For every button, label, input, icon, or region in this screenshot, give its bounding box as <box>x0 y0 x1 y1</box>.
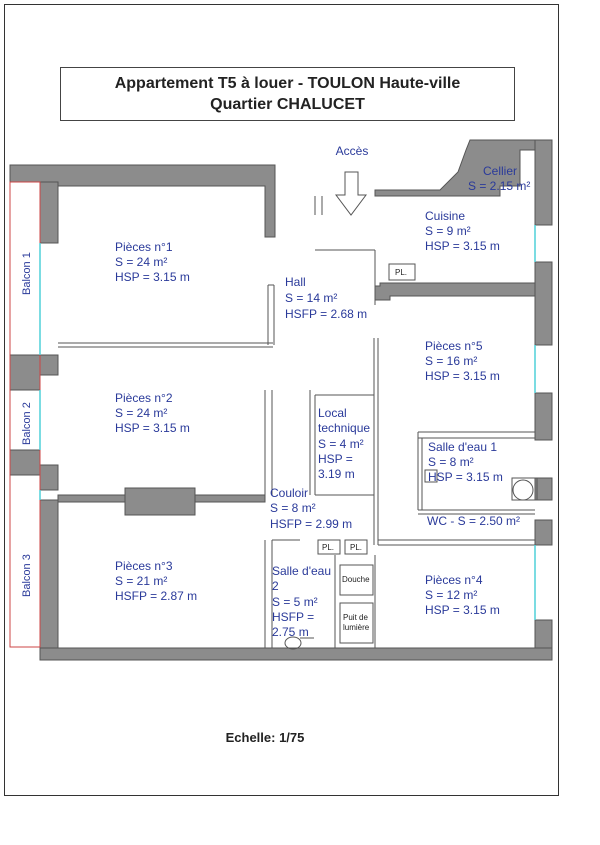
wall-right-upper <box>534 139 553 226</box>
room-piece3-name: Pièces n°3 <box>115 559 173 573</box>
wall-left-2 <box>9 354 59 391</box>
room-couloir-height: HSFP = 2.99 m <box>270 517 352 531</box>
room-piece2-height: HSP = 3.15 m <box>115 421 190 435</box>
room-local-line3: S = 4 m² <box>318 437 364 451</box>
access-arrow: Accès <box>335 144 369 216</box>
wall-left-1 <box>39 181 59 244</box>
title-line-1: Appartement T5 à louer - TOULON Haute-vi… <box>114 75 461 92</box>
room-sde2-line3: S = 5 m² <box>272 595 318 609</box>
room-sde2-line1: Salle d'eau <box>272 564 331 578</box>
room-cellier-name: Cellier <box>483 164 517 178</box>
wall-left-4 <box>39 499 59 649</box>
wall-left-3 <box>9 449 59 491</box>
room-piece5-height: HSP = 3.15 m <box>425 369 500 383</box>
balcony-2-label: Balcon 2 <box>21 402 33 445</box>
wall-right-4 <box>534 477 553 501</box>
scale-label: Echelle: 1/75 <box>225 730 305 745</box>
room-cellier-surface: S = 2.15 m² <box>468 179 530 193</box>
room-sde1-surface: S = 8 m² <box>428 455 474 469</box>
puit-label-2: lumière <box>343 623 370 632</box>
room-local-line1: Local <box>318 406 347 420</box>
wall-bottom <box>39 647 553 661</box>
pl-label-2: PL. <box>350 543 362 552</box>
room-piece3-surface: S = 21 m² <box>115 574 167 588</box>
room-cuisine-name: Cuisine <box>425 209 465 223</box>
fixture-labels: PL. PL. PL. Douche Puit de lumière <box>322 268 407 632</box>
interior-lines <box>58 196 538 650</box>
wall-right-5 <box>534 519 553 546</box>
room-couloir-name: Couloir <box>270 486 308 500</box>
room-cuisine-height: HSP = 3.15 m <box>425 239 500 253</box>
room-piece4-height: HSP = 3.15 m <box>425 603 500 617</box>
room-sde2-line2: 2 <box>272 579 279 593</box>
room-couloir-surface: S = 8 m² <box>270 501 316 515</box>
room-piece5-surface: S = 16 m² <box>425 354 477 368</box>
room-local-line2: technique <box>318 421 370 435</box>
room-labels: Pièces n°1 S = 24 m² HSP = 3.15 m Pièces… <box>115 164 530 639</box>
room-piece4-surface: S = 12 m² <box>425 588 477 602</box>
pl-label-cuisine: PL. <box>395 268 407 277</box>
room-piece4-name: Pièces n°4 <box>425 573 483 587</box>
room-hall-height: HSFP = 2.68 m <box>285 307 367 321</box>
wall-hall-right <box>374 282 536 301</box>
plan-sheet <box>4 4 559 796</box>
room-piece2-name: Pièces n°2 <box>115 391 173 405</box>
douche-label: Douche <box>342 575 370 584</box>
balconies: Balcon 1 Balcon 2 Balcon 3 <box>9 181 536 648</box>
title-line-2: Quartier CHALUCET <box>210 96 365 113</box>
room-piece1-surface: S = 24 m² <box>115 255 167 269</box>
wall-right-2 <box>534 261 553 346</box>
room-cuisine-surface: S = 9 m² <box>425 224 471 238</box>
room-piece2-surface: S = 24 m² <box>115 406 167 420</box>
title-box: Appartement T5 à louer - TOULON Haute-vi… <box>60 67 515 121</box>
room-sde1-name: Salle d'eau 1 <box>428 440 497 454</box>
room-local-line4: HSP = <box>318 452 353 466</box>
balcony-1-label: Balcon 1 <box>21 252 33 295</box>
balcony-3-label: Balcon 3 <box>21 554 33 597</box>
room-local-line5: 3.19 m <box>318 467 355 481</box>
room-sde2-line5: 2.75 m <box>272 625 309 639</box>
room-sde2-line4: HSFP = <box>272 610 314 624</box>
outer-walls <box>9 139 553 661</box>
wall-right-3 <box>534 392 553 441</box>
pl-label-1: PL. <box>322 543 334 552</box>
room-piece1-height: HSP = 3.15 m <box>115 270 190 284</box>
puit-label-1: Puit de <box>343 613 368 622</box>
room-hall-surface: S = 14 m² <box>285 291 337 305</box>
room-piece5-name: Pièces n°5 <box>425 339 483 353</box>
wall-chimney <box>124 487 196 516</box>
room-sde1-height: HSP = 3.15 m <box>428 470 503 484</box>
access-label: Accès <box>336 144 369 158</box>
room-piece3-height: HSFP = 2.87 m <box>115 589 197 603</box>
room-hall-name: Hall <box>285 275 306 289</box>
room-wc-label: WC - S = 2.50 m² <box>427 514 520 528</box>
room-piece1-name: Pièces n°1 <box>115 240 173 254</box>
